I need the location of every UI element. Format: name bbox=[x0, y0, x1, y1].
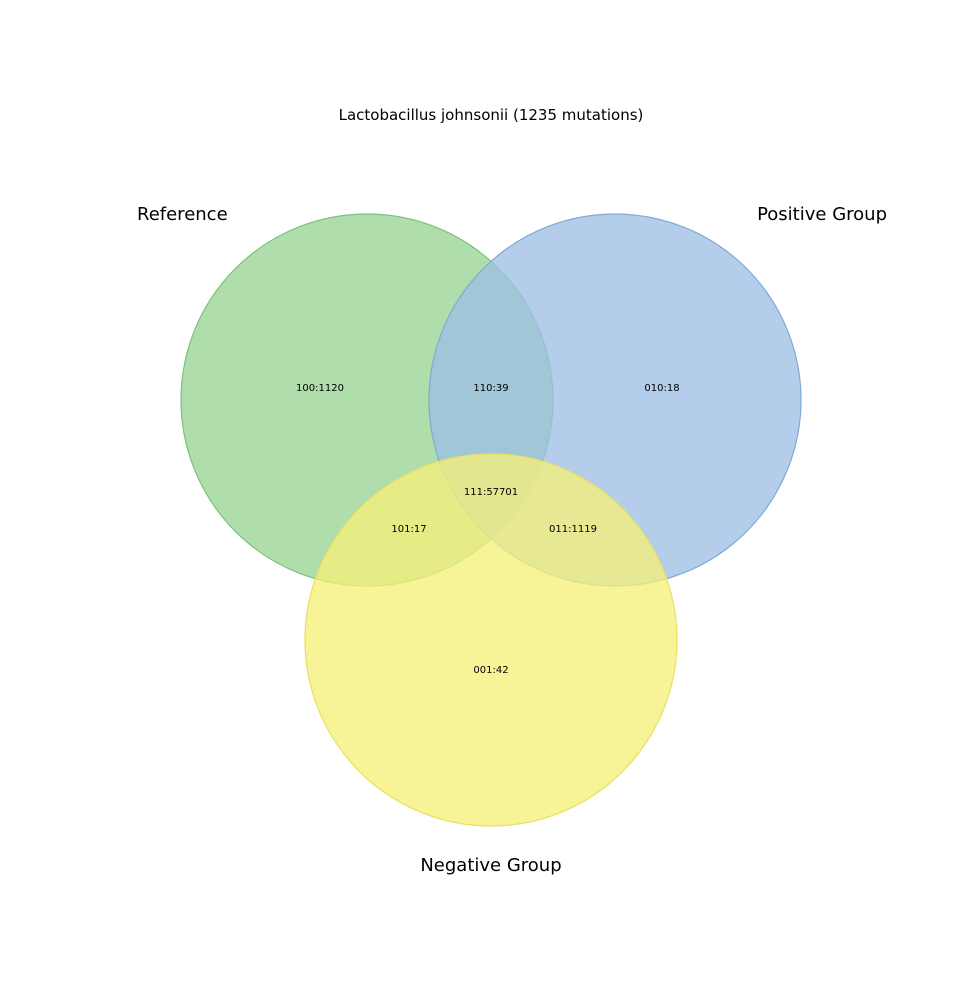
set-label-positive-group: Positive Group bbox=[757, 204, 887, 225]
circle-negative-group bbox=[304, 453, 678, 827]
region-label-010: 010:18 bbox=[644, 383, 679, 394]
chart-title: Lactobacillus johnsonii (1235 mutations) bbox=[339, 106, 644, 124]
set-labels: Reference Positive Group Negative Group bbox=[137, 204, 887, 876]
region-label-011: 011:1119 bbox=[549, 524, 597, 535]
region-labels: 100:1120 110:39 010:18 111:57701 101:17 … bbox=[296, 383, 680, 676]
region-label-101: 101:17 bbox=[391, 524, 426, 535]
set-label-reference: Reference bbox=[137, 204, 228, 225]
region-label-001: 001:42 bbox=[473, 665, 508, 676]
region-label-111: 111:57701 bbox=[464, 487, 518, 498]
venn-circles bbox=[180, 213, 802, 827]
region-label-100: 100:1120 bbox=[296, 383, 344, 394]
region-label-110: 110:39 bbox=[473, 383, 508, 394]
set-label-negative-group: Negative Group bbox=[420, 855, 561, 876]
